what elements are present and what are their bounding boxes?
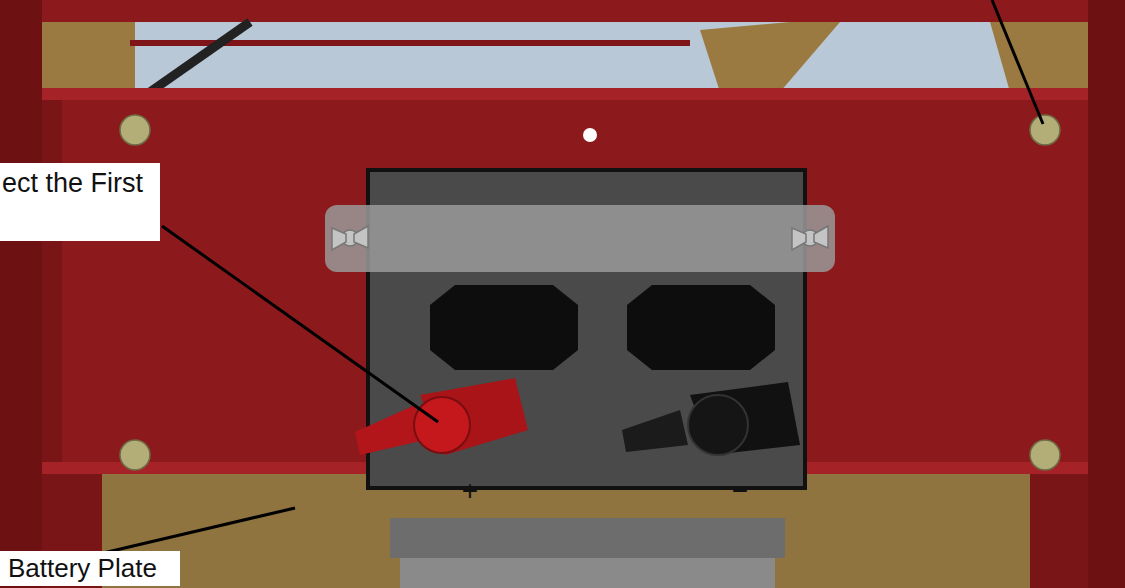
polarity-sign: − bbox=[725, 474, 755, 508]
positive-terminal-cap bbox=[355, 378, 528, 455]
tan-panel bbox=[700, 22, 840, 92]
wing-nuts bbox=[332, 226, 828, 250]
battery-vent bbox=[627, 285, 775, 370]
battery-vent bbox=[430, 285, 578, 370]
background bbox=[0, 0, 1125, 100]
callout-label: ect the First bbox=[2, 167, 154, 199]
top-frame bbox=[0, 0, 1125, 22]
part-label: Battery Plate bbox=[8, 553, 172, 584]
polarity-sign-box: − bbox=[725, 474, 755, 508]
cable bbox=[150, 22, 250, 92]
leader-line bbox=[992, 0, 1043, 124]
leader-line bbox=[162, 226, 438, 422]
frame-post bbox=[1088, 0, 1125, 588]
polarity-sign: + bbox=[455, 474, 485, 508]
hold-down-bar bbox=[325, 205, 835, 272]
part-label-box: Battery Plate bbox=[0, 551, 180, 586]
plate-hole bbox=[583, 128, 597, 142]
callout-label-box: ect the First bbox=[0, 163, 160, 241]
frame-post bbox=[42, 100, 62, 465]
frame-post bbox=[1030, 474, 1088, 588]
negative-terminal-cap bbox=[622, 382, 800, 455]
frame-post bbox=[0, 0, 42, 588]
frame-bar bbox=[0, 88, 1125, 100]
tan-panel bbox=[40, 22, 135, 92]
base-block bbox=[390, 518, 785, 558]
base-block bbox=[400, 558, 775, 588]
polarity-sign-box: + bbox=[455, 474, 485, 508]
